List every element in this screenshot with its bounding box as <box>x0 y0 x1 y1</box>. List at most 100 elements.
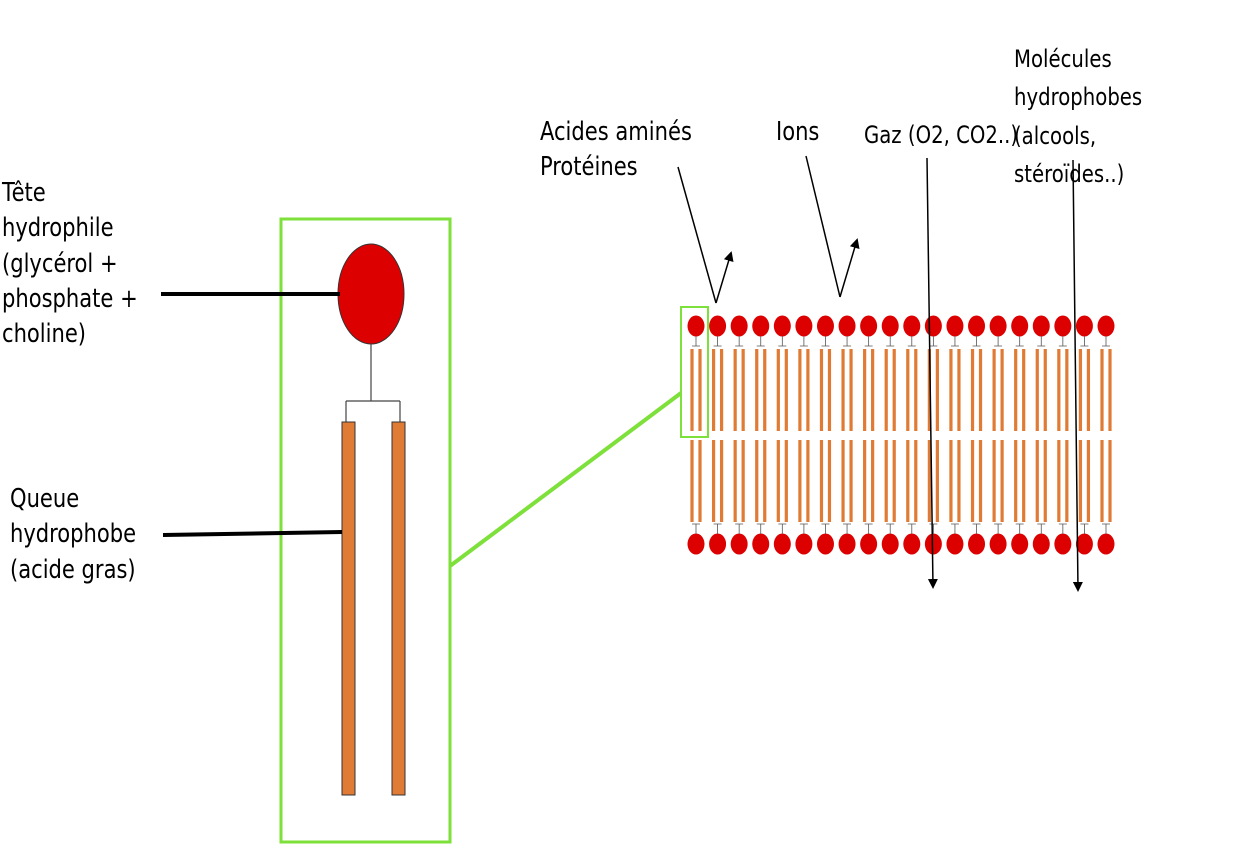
lower-lipid-tail-5-1 <box>806 440 810 522</box>
fatty-acid-tail-left <box>341 421 356 796</box>
upper-lipid-tail-6-1 <box>827 349 832 431</box>
upper-lipid-tail-2-0 <box>733 349 737 431</box>
upper-lipid-tail-10-1 <box>914 349 918 431</box>
lower-lipid-head-7 <box>838 533 856 555</box>
zoom-connector-line <box>448 391 683 568</box>
upper-lipid-tail-16-1 <box>1043 349 1047 431</box>
upper-lipid-connector-12 <box>950 336 959 347</box>
upper-lipid-connector-15 <box>1015 336 1024 347</box>
upper-lipid-tail-14-0 <box>992 349 996 431</box>
lower-lipid-tail-3-1 <box>763 440 767 522</box>
upper-lipid-head-17 <box>1054 315 1072 337</box>
upper-lipid-tail-5-0 <box>798 349 802 431</box>
upper-lipid-connector-16 <box>1037 336 1046 347</box>
lower-lipid-tail-19-1 <box>1108 440 1112 522</box>
amino-acids-pointer-line <box>677 166 717 304</box>
ions-label: Ions <box>776 117 820 147</box>
lower-lipid-connector-10 <box>907 523 916 534</box>
lower-lipid-tail-6-1 <box>827 440 832 522</box>
lower-lipid-connector-17 <box>1058 523 1067 534</box>
upper-lipid-connector-2 <box>735 336 744 347</box>
lower-lipid-connector-14 <box>994 523 1003 534</box>
upper-lipid-tail-9-0 <box>884 349 888 431</box>
upper-lipid-connector-17 <box>1058 336 1067 347</box>
lower-lipid-head-13 <box>968 533 986 555</box>
lower-lipid-tail-11-0 <box>927 440 931 522</box>
upper-lipid-head-5 <box>795 315 813 337</box>
hydrophobic-crossing-arrow <box>1072 159 1083 592</box>
upper-lipid-connector-0 <box>692 336 700 347</box>
upper-lipid-tail-8-1 <box>871 349 875 431</box>
upper-lipid-head-9 <box>881 315 899 337</box>
hydrophilic-head-label: Tête hydrophile (glycérol + phosphate + … <box>2 178 138 350</box>
detail-frame <box>279 217 452 844</box>
upper-lipid-tail-1-1 <box>719 349 724 431</box>
lower-lipid-tail-12-1 <box>957 440 961 522</box>
upper-lipid-tail-19-0 <box>1100 349 1104 431</box>
upper-lipid-tail-7-1 <box>849 349 853 431</box>
upper-lipid-connector-18 <box>1080 336 1089 347</box>
lower-lipid-head-9 <box>881 533 899 555</box>
lower-lipid-tail-4-1 <box>784 440 788 522</box>
upper-lipid-tail-19-1 <box>1108 349 1112 431</box>
upper-lipid-connector-4 <box>778 336 787 347</box>
upper-lipid-tail-16-0 <box>1035 349 1039 431</box>
lower-lipid-connector-0 <box>692 523 700 534</box>
upper-lipid-tail-9-1 <box>892 349 896 431</box>
hydrophobic-tail-label: Queue hydrophobe (acide gras) <box>10 484 137 585</box>
upper-lipid-tail-17-1 <box>1065 349 1069 431</box>
upper-lipid-tail-11-1 <box>935 349 939 431</box>
lower-lipid-tail-11-1 <box>935 440 939 522</box>
upper-lipid-connector-8 <box>864 336 873 347</box>
lower-lipid-tail-5-0 <box>798 440 802 522</box>
upper-lipid-connector-11 <box>929 336 938 347</box>
lower-lipid-tail-6-0 <box>819 440 824 522</box>
lower-lipid-connector-5 <box>799 523 808 534</box>
lower-lipid-head-18 <box>1075 533 1093 555</box>
upper-lipid-connector-13 <box>972 336 981 347</box>
lower-lipid-connector-7 <box>843 523 852 534</box>
lower-lipid-connector-11 <box>929 523 938 534</box>
lower-lipid-tail-0-1 <box>698 440 702 522</box>
lower-lipid-connector-13 <box>972 523 981 534</box>
head-tail-connector <box>345 344 401 422</box>
lower-lipid-tail-13-1 <box>978 440 983 522</box>
lower-lipid-tail-1-0 <box>711 440 716 522</box>
lower-lipid-tail-9-1 <box>892 440 896 522</box>
lower-lipid-tail-17-0 <box>1057 440 1061 522</box>
upper-lipid-tail-2-1 <box>741 349 745 431</box>
upper-lipid-head-4 <box>773 315 791 337</box>
upper-lipid-connector-9 <box>886 336 895 347</box>
lower-lipid-tail-18-0 <box>1078 440 1083 522</box>
hydrophilic-head <box>337 243 405 345</box>
upper-lipid-tail-18-0 <box>1078 349 1083 431</box>
upper-lipid-tail-0-0 <box>690 349 694 431</box>
lower-lipid-head-14 <box>989 533 1007 555</box>
upper-lipid-tail-18-1 <box>1086 349 1091 431</box>
lower-lipid-tail-7-0 <box>841 440 845 522</box>
lower-lipid-tail-16-0 <box>1035 440 1039 522</box>
lower-lipid-tail-15-1 <box>1022 440 1026 522</box>
upper-lipid-connector-5 <box>799 336 808 347</box>
lower-lipid-head-11 <box>924 533 942 555</box>
upper-lipid-tail-8-0 <box>863 349 867 431</box>
lower-lipid-head-8 <box>860 533 878 555</box>
gas-label: Gaz (O2, CO2..) <box>864 121 1019 149</box>
upper-lipid-tail-13-1 <box>978 349 983 431</box>
lower-lipid-head-17 <box>1054 533 1072 555</box>
upper-lipid-tail-4-0 <box>776 349 780 431</box>
transport-arrows <box>677 155 1083 592</box>
lower-lipid-connector-19 <box>1102 523 1110 534</box>
lower-lipid-connector-15 <box>1015 523 1024 534</box>
lower-lipid-tail-16-1 <box>1043 440 1047 522</box>
lower-lipid-connector-18 <box>1080 523 1089 534</box>
lower-lipid-connector-3 <box>756 523 765 534</box>
upper-lipid-head-18 <box>1075 315 1093 337</box>
lower-lipid-tail-4-0 <box>776 440 780 522</box>
upper-lipid-tail-14-1 <box>1000 349 1004 431</box>
gas-crossing-arrow <box>926 157 938 589</box>
lower-lipid-head-10 <box>903 533 921 555</box>
upper-lipid-tail-13-0 <box>970 349 975 431</box>
upper-lipid-connector-10 <box>907 336 916 347</box>
lower-lipid-tail-12-0 <box>949 440 953 522</box>
